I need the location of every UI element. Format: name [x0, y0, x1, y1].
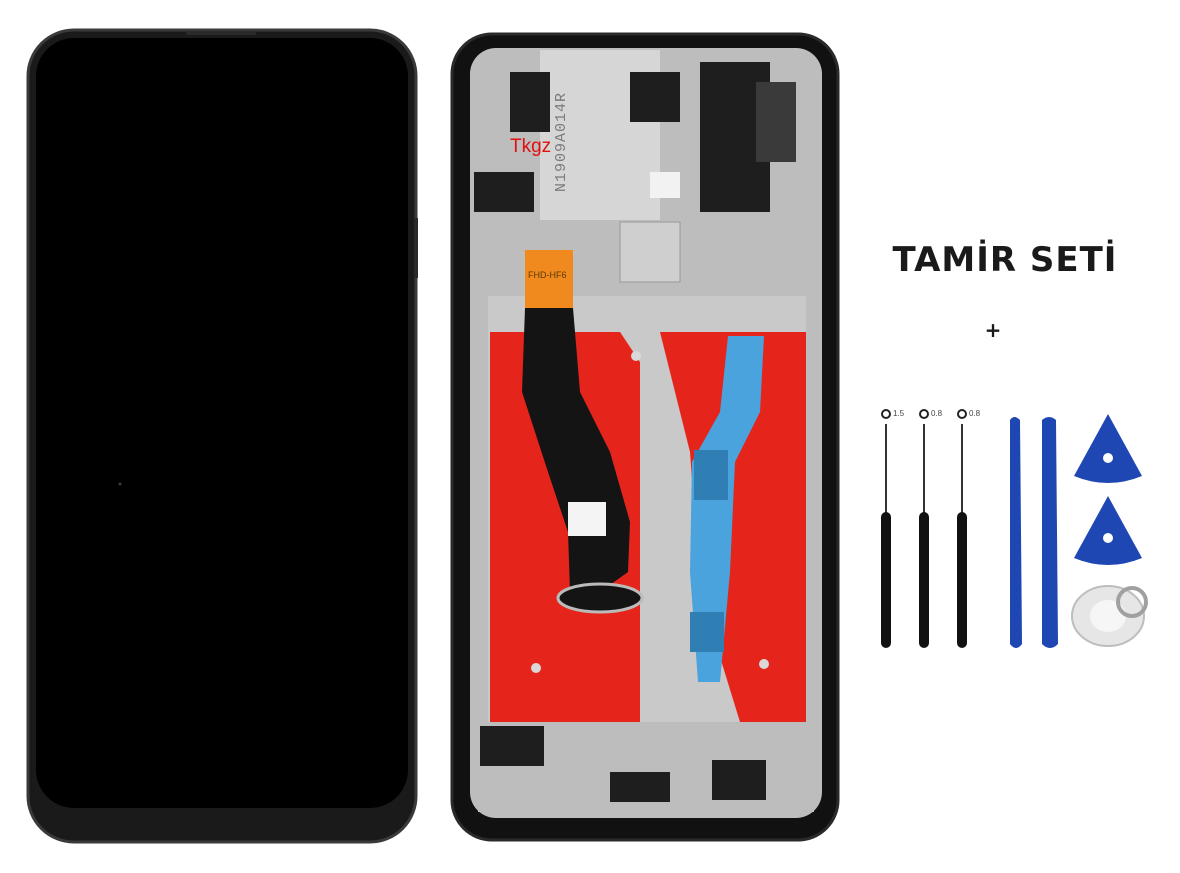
repair-kit-title: TAMİR SETİ — [892, 240, 1118, 280]
suction-cup-tool — [1068, 580, 1154, 650]
lcd-back-frame — [450, 32, 842, 844]
screwdriver-tip-label: 0.8 — [931, 409, 943, 418]
plus-sign: + — [984, 318, 1002, 342]
pry-tools — [1004, 414, 1064, 654]
lcd-front-panel — [26, 28, 418, 844]
screwdriver-2 — [919, 409, 929, 648]
frame-part-code: N1909A014R — [553, 91, 570, 192]
screwdriver-set — [874, 404, 994, 654]
screwdriver-tip-label: 1.5 — [893, 409, 905, 418]
flex-cable-label: FHD-HF6 — [528, 270, 567, 280]
triangle-pick-tools — [1070, 410, 1150, 570]
screwdriver-1 — [881, 409, 891, 648]
watermark-text: Tkgz — [510, 136, 552, 157]
screwdriver-3 — [957, 409, 967, 648]
screwdriver-tip-label: 0.8 — [969, 409, 981, 418]
